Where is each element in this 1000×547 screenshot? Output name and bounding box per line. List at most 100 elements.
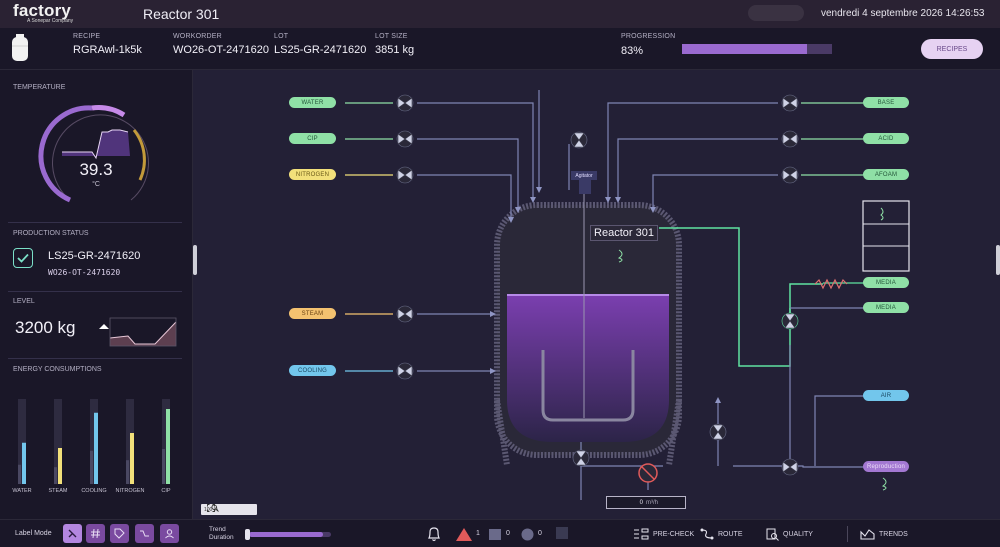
- line-tag-label: MEDIA: [875, 279, 896, 286]
- energy-bars: [18, 399, 170, 484]
- line-tag-base[interactable]: BASE: [863, 97, 909, 108]
- logo-subtitle: A Sonepar Company: [27, 18, 74, 24]
- zoom-control[interactable]: 100 %: [201, 504, 257, 515]
- nav-trends[interactable]: TRENDS: [860, 526, 908, 542]
- line-tag-label: COOLING: [297, 367, 328, 374]
- alarm-low-icon[interactable]: [521, 528, 534, 541]
- line-tag-afoam[interactable]: AFOAM: [863, 169, 909, 180]
- nav-route[interactable]: ROUTE: [700, 526, 743, 542]
- left-pipes: [345, 90, 570, 374]
- recipe-label: RECIPE: [73, 33, 101, 40]
- label-mode-label-button[interactable]: [110, 524, 129, 543]
- energy-bar-track: [18, 399, 26, 484]
- line-tag-label: AIR: [880, 392, 892, 399]
- reproduction-status-icon: [881, 477, 887, 491]
- valves: [396, 94, 799, 483]
- heater-coil: [814, 278, 848, 290]
- nav-quality[interactable]: QUALITY: [766, 526, 813, 542]
- trend-duration-fill: [249, 532, 323, 537]
- valve-nitrogen[interactable]: [396, 166, 414, 184]
- pump-blocked[interactable]: [638, 463, 658, 483]
- logo-text: factory: [13, 1, 72, 20]
- line-tag-media-2[interactable]: MEDIA: [863, 302, 909, 313]
- left-panel: TEMPERATURE 39.3 °C PRODUCTION STATUS LS…: [0, 70, 193, 519]
- line-tag-air[interactable]: AIR: [863, 390, 909, 401]
- valve-steam[interactable]: [396, 305, 414, 323]
- valve-cooling[interactable]: [396, 362, 414, 380]
- workorder-value: WO26-OT-2471620: [173, 44, 269, 56]
- alarm-mid-count: 0: [506, 530, 510, 537]
- line-tag-reproduction[interactable]: Reproduction: [863, 461, 909, 472]
- temperature-title: TEMPERATURE: [13, 84, 66, 91]
- divider: [8, 358, 182, 359]
- energy-bar-previous: [90, 450, 93, 484]
- reactor-icon: [12, 34, 28, 61]
- trend-duration-slider[interactable]: [249, 532, 331, 537]
- valve-afoam[interactable]: [781, 166, 799, 184]
- tag-icon: [114, 528, 125, 539]
- valve-water[interactable]: [396, 94, 414, 112]
- line-tag-label: MEDIA: [875, 304, 896, 311]
- fit-screen-icon[interactable]: [207, 504, 215, 512]
- energy-bar-track: [54, 399, 62, 484]
- route-icon: [700, 528, 714, 540]
- reactor-label[interactable]: Reactor 301: [590, 225, 658, 241]
- mode-toggle[interactable]: [748, 5, 804, 21]
- level-title: LEVEL: [13, 298, 35, 305]
- batch-header: RECIPE RGRAwl-1k5k WORKORDER WO26-OT-247…: [0, 28, 1000, 70]
- alarm-info-icon[interactable]: [556, 527, 568, 539]
- trend-slider-handle[interactable]: [245, 529, 250, 540]
- line-tag-cooling[interactable]: COOLING: [289, 365, 336, 376]
- storage-tank[interactable]: [862, 200, 910, 272]
- energy-label-steam: STEAM: [48, 488, 68, 494]
- process-synoptic: WATER CIP NITROGEN STEAM COOLING BASE AC…: [193, 70, 1000, 519]
- agitator-tag[interactable]: Agitator: [571, 171, 597, 180]
- production-checkbox[interactable]: [13, 248, 33, 268]
- level-value: 3200 kg: [15, 318, 76, 337]
- divider: [8, 291, 182, 292]
- valve-vent[interactable]: [570, 131, 588, 149]
- valve-bottom-left[interactable]: [709, 423, 727, 441]
- temperature-value: 39.3: [79, 160, 113, 179]
- label-mode-none-button[interactable]: [63, 524, 82, 543]
- recipe-value: RGRAwl-1k5k: [73, 44, 142, 56]
- valve-base[interactable]: [781, 94, 799, 112]
- valve-media[interactable]: [781, 312, 799, 330]
- temperature-gauge-warning: [132, 129, 146, 181]
- precheck-icon: [634, 528, 649, 540]
- nav-precheck-label: PRE-CHECK: [653, 530, 695, 538]
- valve-reproduction[interactable]: [781, 458, 799, 476]
- line-tag-nitrogen[interactable]: NITROGEN: [289, 169, 336, 180]
- label-mode-user-button[interactable]: [160, 524, 179, 543]
- recipes-button[interactable]: RECIPES: [921, 39, 983, 59]
- level-trend-area: [110, 322, 176, 346]
- line-tag-label: NITROGEN: [295, 171, 330, 178]
- reactor-vessel[interactable]: [494, 180, 682, 466]
- line-tag-cip[interactable]: CIP: [289, 133, 336, 144]
- valve-drain[interactable]: [572, 449, 590, 467]
- label-mode-tag-button[interactable]: [86, 524, 105, 543]
- nav-quality-label: QUALITY: [783, 530, 813, 538]
- lot-size-label: LOT SIZE: [375, 33, 408, 40]
- line-tag-steam[interactable]: STEAM: [289, 308, 336, 319]
- valve-cip[interactable]: [396, 130, 414, 148]
- progression-value: 83%: [621, 45, 644, 57]
- nav-precheck[interactable]: PRE-CHECK: [633, 526, 694, 542]
- level-trend-line: [109, 321, 177, 345]
- alarm-mid-icon[interactable]: [489, 529, 501, 540]
- line-tag-label: WATER: [301, 99, 324, 106]
- progression-field: PROGRESSION: [621, 33, 675, 40]
- line-tag-water[interactable]: WATER: [289, 97, 336, 108]
- line-tag-acid[interactable]: ACID: [863, 133, 909, 144]
- energy-bar-previous: [162, 449, 165, 484]
- bell-icon[interactable]: [427, 526, 441, 542]
- valve-acid[interactable]: [781, 130, 799, 148]
- temperature-trend-line: [62, 129, 129, 160]
- alarm-high-icon[interactable]: [456, 528, 472, 541]
- level-up-arrow-icon: [99, 324, 109, 329]
- reactor-status-icon: [617, 249, 623, 263]
- label-off-icon: [68, 529, 77, 538]
- line-tag-media-1[interactable]: MEDIA: [863, 277, 909, 288]
- label-mode-flow-button[interactable]: [135, 524, 154, 543]
- alarm-low-count: 0: [538, 530, 542, 537]
